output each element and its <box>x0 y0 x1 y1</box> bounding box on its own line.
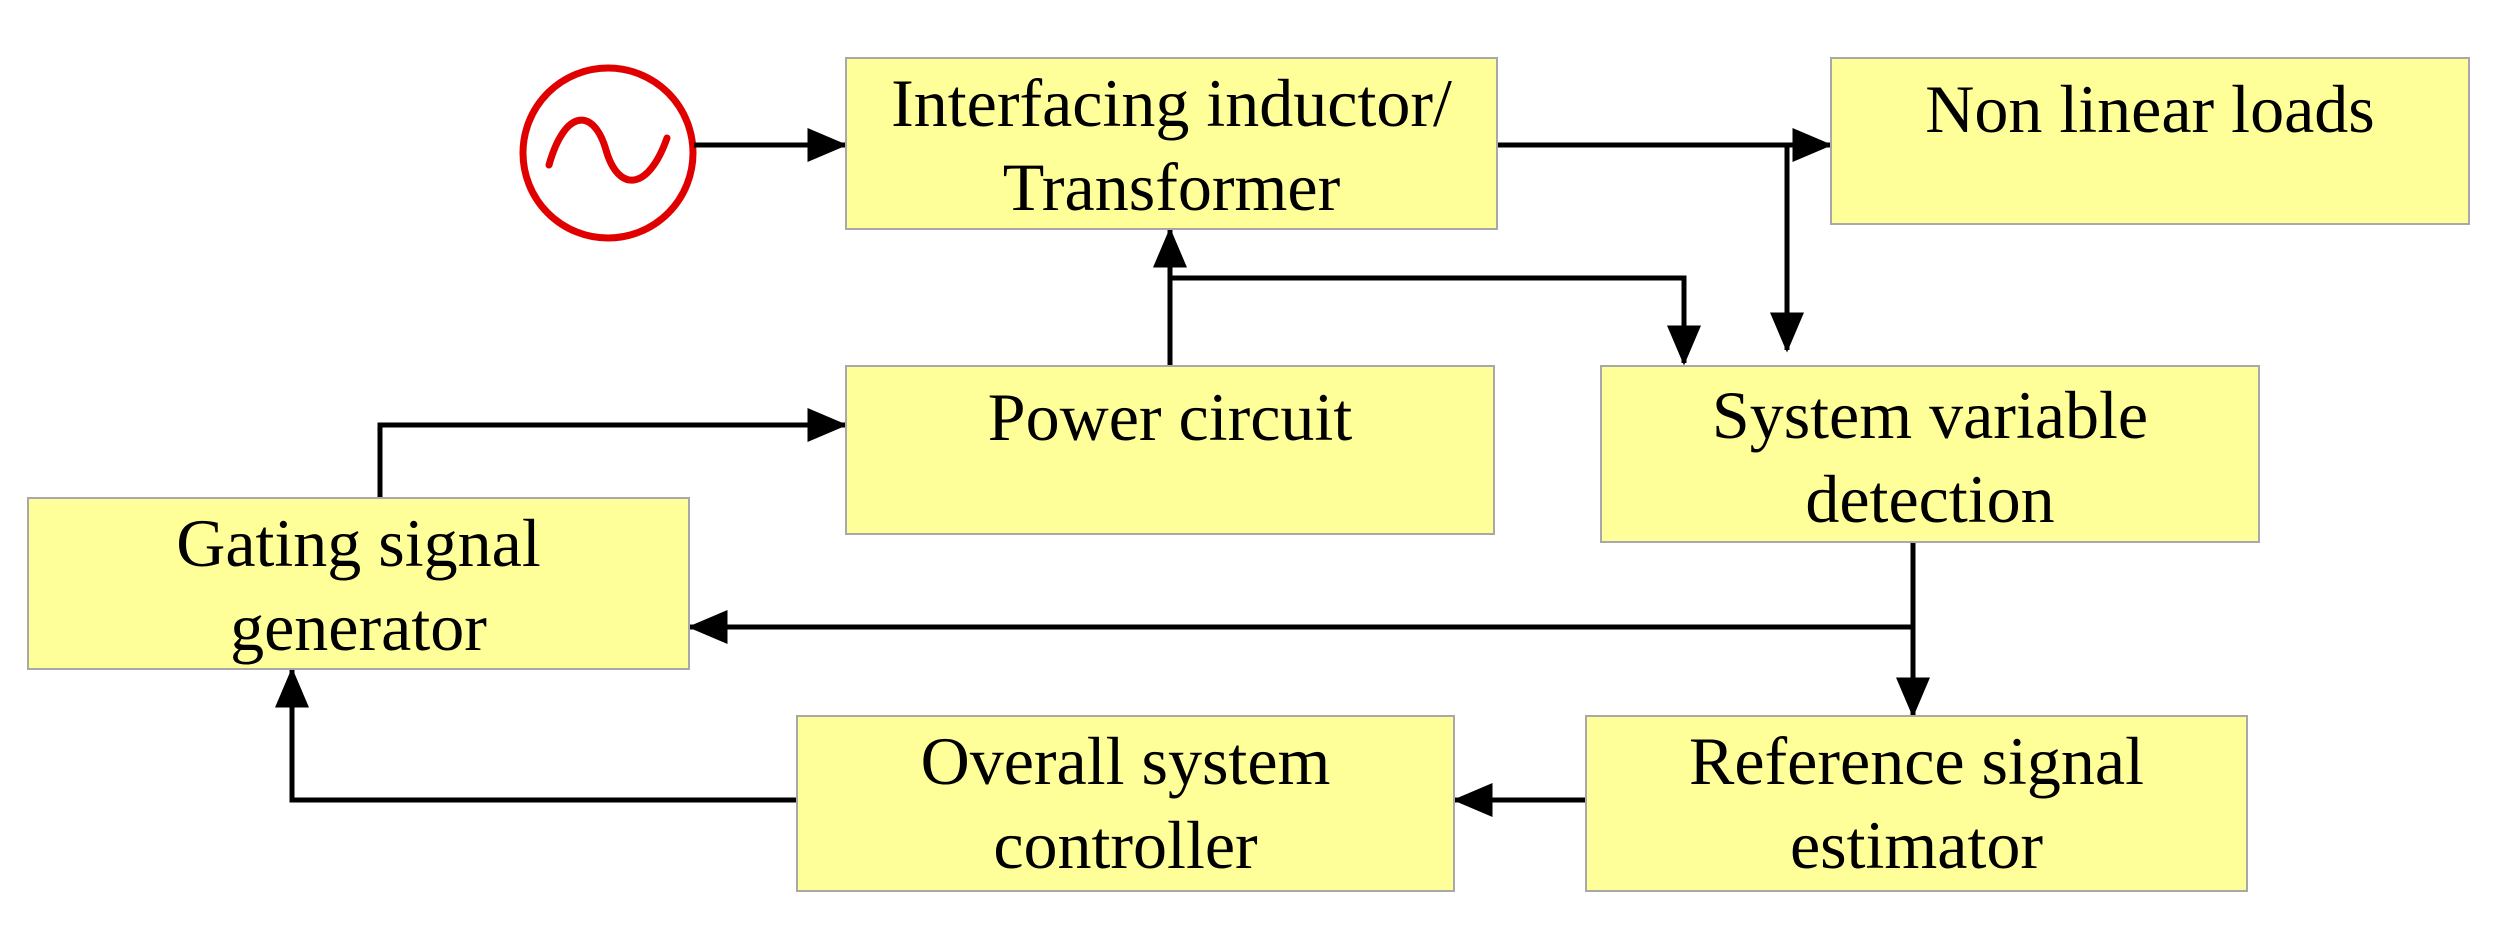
detection-block-line-2: detection <box>1805 461 2055 537</box>
nonlinear-loads-block: Non linear loads <box>1830 57 2470 225</box>
interfacing-block-line-1: Interfacing inductor/ <box>891 65 1452 141</box>
gating-signal-generator-block: Gating signal generator <box>27 497 690 670</box>
gating-block-line-1: Gating signal <box>176 505 541 581</box>
arrow-power-to-detection <box>1170 275 1701 366</box>
reference-signal-estimator-block: Reference signal estimator <box>1585 715 2248 892</box>
arrow-gating-to-power <box>377 408 848 497</box>
arrow-detection-to-gating <box>687 543 1916 644</box>
interfacing-block-line-2: Transformer <box>1002 149 1341 225</box>
overall-system-controller-block: Overall system controller <box>796 715 1455 892</box>
arrow-controller-to-gating <box>275 667 796 803</box>
controller-block-line-2: controller <box>993 807 1258 883</box>
gating-block-line-2: generator <box>230 589 487 665</box>
interfacing-transformer-block: Interfacing inductor/ Transformer <box>845 57 1498 230</box>
detection-block-line-1: System variable <box>1711 377 2149 453</box>
ac-source-icon <box>519 64 697 242</box>
estimator-block-line-2: estimator <box>1789 807 2044 883</box>
system-variable-detection-block: System variable detection <box>1600 365 2260 543</box>
controller-block-line-1: Overall system <box>920 723 1331 799</box>
power-circuit-block: Power circuit <box>845 365 1495 535</box>
estimator-block-line-1: Reference signal <box>1689 723 2144 799</box>
power-block-line-1: Power circuit <box>987 379 1353 455</box>
nonlinear-block-line-1: Non linear loads <box>1925 71 2375 147</box>
